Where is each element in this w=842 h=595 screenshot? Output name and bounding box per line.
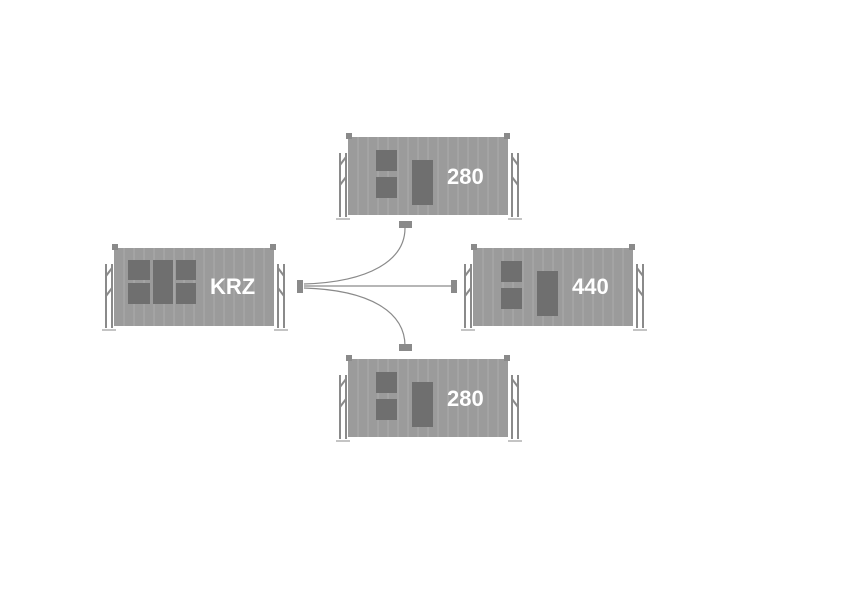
plug-right bbox=[451, 280, 457, 293]
windows-grid bbox=[128, 260, 196, 304]
plug-bottom bbox=[399, 344, 412, 351]
container-top[interactable]: 280 bbox=[336, 133, 522, 220]
scaffold-left bbox=[102, 264, 116, 331]
plug-top bbox=[399, 221, 412, 228]
windows-single bbox=[376, 150, 433, 205]
container-label-krz: KRZ bbox=[210, 274, 255, 299]
scaffold-right bbox=[274, 264, 288, 331]
container-krz[interactable]: KRZ bbox=[102, 244, 288, 331]
windows-single bbox=[501, 261, 558, 316]
scaffold-left bbox=[336, 153, 350, 220]
connections bbox=[303, 227, 452, 347]
scaffold-right bbox=[508, 375, 522, 442]
plug-krz bbox=[297, 280, 303, 293]
container-label-top: 280 bbox=[447, 164, 484, 189]
container-label-right: 440 bbox=[572, 274, 609, 299]
connector-plugs bbox=[297, 221, 457, 351]
scaffold-right bbox=[508, 153, 522, 220]
scaffold-left bbox=[336, 375, 350, 442]
container-right[interactable]: 440 bbox=[461, 244, 647, 331]
scaffold-left bbox=[461, 264, 475, 331]
edge-krz-top bbox=[303, 227, 406, 285]
scaffold-right bbox=[633, 264, 647, 331]
container-label-bottom: 280 bbox=[447, 386, 484, 411]
container-bottom[interactable]: 280 bbox=[336, 355, 522, 442]
edge-krz-bottom bbox=[303, 287, 406, 347]
windows-single bbox=[376, 372, 433, 427]
